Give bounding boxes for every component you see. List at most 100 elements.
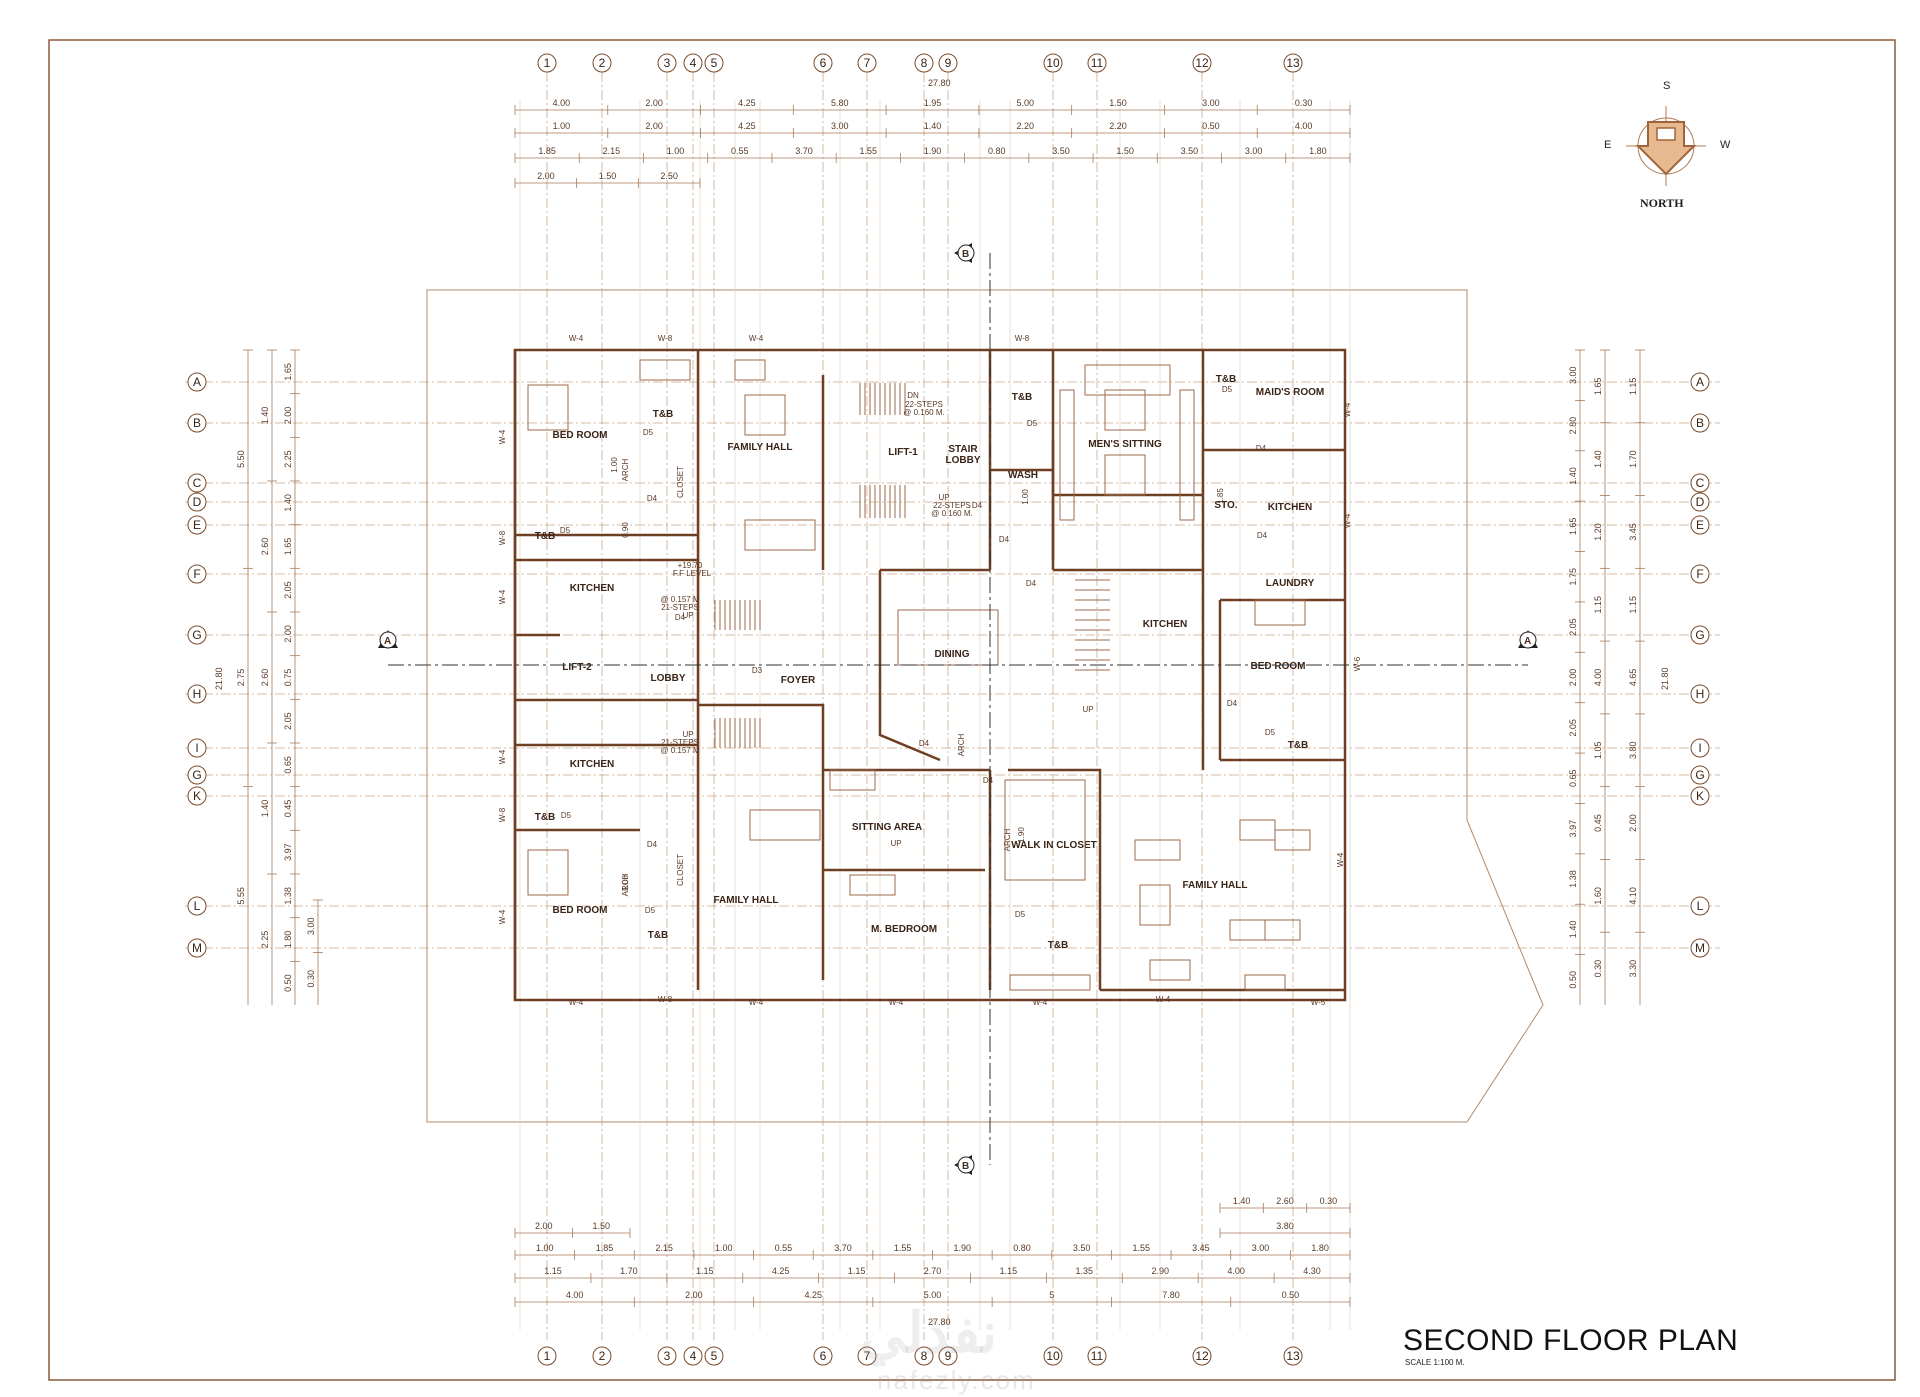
- grid-col-label: 12: [1195, 56, 1209, 70]
- dim-bot-3-value: 4.00: [1227, 1266, 1245, 1276]
- dim-bot-4-value: 5.00: [924, 1290, 942, 1300]
- grid-col-label: 3: [664, 1349, 671, 1363]
- dim-right-2-value: 1.15: [1593, 596, 1603, 614]
- grid-row-bubble: [1690, 896, 1710, 916]
- section-a-left-label: A: [384, 636, 391, 647]
- dim-top-1-value: 1.50: [1109, 98, 1127, 108]
- dim-left-outer-value: 5.50: [236, 450, 246, 468]
- grid-row-bubble: [187, 492, 207, 512]
- room-label-line: STAIR: [948, 444, 978, 455]
- dim-top-1-value: 4.00: [553, 98, 571, 108]
- grid-col-bubble: [1043, 53, 1063, 73]
- room-label-bed-room-2: BED ROOM: [553, 905, 608, 916]
- dim-right-1-value: 1.40: [1568, 921, 1578, 939]
- dim-right-1-value: 1.40: [1568, 467, 1578, 485]
- grid-row-label: G: [1695, 768, 1704, 782]
- dim-left-3-value: 3.00: [306, 917, 316, 935]
- dim-bot-3-value: 4.30: [1303, 1266, 1321, 1276]
- grid-col-label: 1: [544, 56, 551, 70]
- dim-top-3-value: 3.50: [1181, 146, 1199, 156]
- room-label-maids-room: MAID'S ROOM: [1256, 387, 1325, 398]
- room-label-bed-room-e: BED ROOM: [1251, 661, 1306, 672]
- dim-top-4-value: 2.00: [537, 171, 555, 181]
- grid-row-bubble: [187, 564, 207, 584]
- grid-row-bubble: [1690, 938, 1710, 958]
- furniture-item: [1004, 779, 1086, 881]
- grid-row-label: B: [193, 416, 201, 430]
- grid-col-label: 11: [1091, 56, 1104, 70]
- grid-row-bubble: [187, 938, 207, 958]
- window-tag: W-4: [1336, 852, 1345, 867]
- dim-right-3-value: 1.15: [1628, 378, 1638, 396]
- stair-note-s2-up: UP: [682, 730, 693, 739]
- dim-right-1-value: 2.80: [1568, 417, 1578, 435]
- dim-right-3-value: 1.70: [1628, 450, 1638, 468]
- grid-row-label: F: [1696, 567, 1703, 581]
- dim-top-3-value: 2.15: [603, 146, 621, 156]
- grid-row-label: K: [1696, 789, 1704, 803]
- dim-top-1-value: 5.00: [1017, 98, 1035, 108]
- grid-row-bubble: [1690, 473, 1710, 493]
- grid-row-label: A: [193, 375, 201, 389]
- grid-col-bubble: [657, 53, 677, 73]
- dim-right-2-value: 1.05: [1593, 742, 1603, 760]
- furniture-item: [749, 809, 821, 841]
- furniture-item: [1134, 839, 1181, 861]
- grid-col-bubble: [857, 1346, 877, 1366]
- room-label-dining: DINING: [935, 649, 970, 660]
- grid-col-label: 10: [1046, 56, 1060, 70]
- section-marker-a-right: [1518, 630, 1538, 649]
- furniture-item: [849, 874, 896, 896]
- furniture-item: [527, 849, 569, 896]
- dim-left-2-value: 0.45: [283, 800, 293, 818]
- grid-row-bubble: [1690, 786, 1710, 806]
- grid-row-bubble: [1690, 564, 1710, 584]
- dim-bot-2-value: 1.55: [1132, 1243, 1150, 1253]
- furniture-item: [1254, 599, 1306, 626]
- furniture: [527, 359, 1311, 991]
- room-label-lift-1: LIFT-1: [888, 447, 918, 458]
- door-tag: D3: [752, 666, 763, 675]
- dim-left-2-value: 1.65: [283, 363, 293, 381]
- dim-bot-4-value: 4.25: [804, 1290, 822, 1300]
- section-b-bottom-label: B: [962, 1161, 969, 1172]
- furniture-item: [1059, 389, 1075, 521]
- grid-row-bubble: [1690, 684, 1710, 704]
- dim-bot-4-value: 0.50: [1282, 1290, 1300, 1300]
- room-label-tb-3: T&B: [1216, 374, 1237, 385]
- section-marker-a-left: [378, 630, 398, 649]
- dim-right-1-value: 2.00: [1568, 669, 1578, 687]
- watermark-logo: نفذلي: [860, 1301, 998, 1364]
- grid-col-bubble: [704, 53, 724, 73]
- stair-note-s2-steps: 21-STEPS: [661, 738, 699, 747]
- dim-top-3-value: 3.50: [1052, 146, 1070, 156]
- compass-e: E: [1604, 139, 1612, 151]
- door-tag: D4: [999, 535, 1010, 544]
- grid-row-bubble: [1690, 515, 1710, 535]
- dim-top-2-value: 3.00: [831, 121, 849, 131]
- stair-note-up: UP: [938, 493, 949, 502]
- dim-top-2-value: 1.00: [553, 121, 571, 131]
- local-dim: 0.90: [621, 522, 630, 538]
- room-label-family-hall-1: FAMILY HALL: [727, 442, 792, 453]
- door-tag-arch: ARCH: [621, 873, 630, 896]
- grid-col-label: 6: [820, 1349, 827, 1363]
- dim-left-1-value: 2.60: [260, 669, 270, 687]
- room-label-bed-room-1: BED ROOM: [553, 430, 608, 441]
- door-tag: D5: [1265, 728, 1276, 737]
- grid-col-bubble: [683, 1346, 703, 1366]
- window-tag: W-4: [498, 429, 507, 444]
- dim-right-3-value: 3.80: [1628, 742, 1638, 760]
- grid-col-label: 12: [1195, 1349, 1209, 1363]
- furniture-item: [1229, 919, 1266, 941]
- grid-col-bubble: [704, 1346, 724, 1366]
- stair-note-s1-up: UP: [682, 611, 693, 620]
- stair-note-s1-steps: 21-STEPS: [661, 603, 699, 612]
- window-tag: W-4: [569, 334, 584, 343]
- grid-row-bubble: [187, 896, 207, 916]
- north-label: NORTH: [1640, 196, 1684, 210]
- door-tag: D4: [1026, 579, 1037, 588]
- grid-col-label: 11: [1091, 1349, 1104, 1363]
- dim-left-1-value: 2.60: [260, 538, 270, 556]
